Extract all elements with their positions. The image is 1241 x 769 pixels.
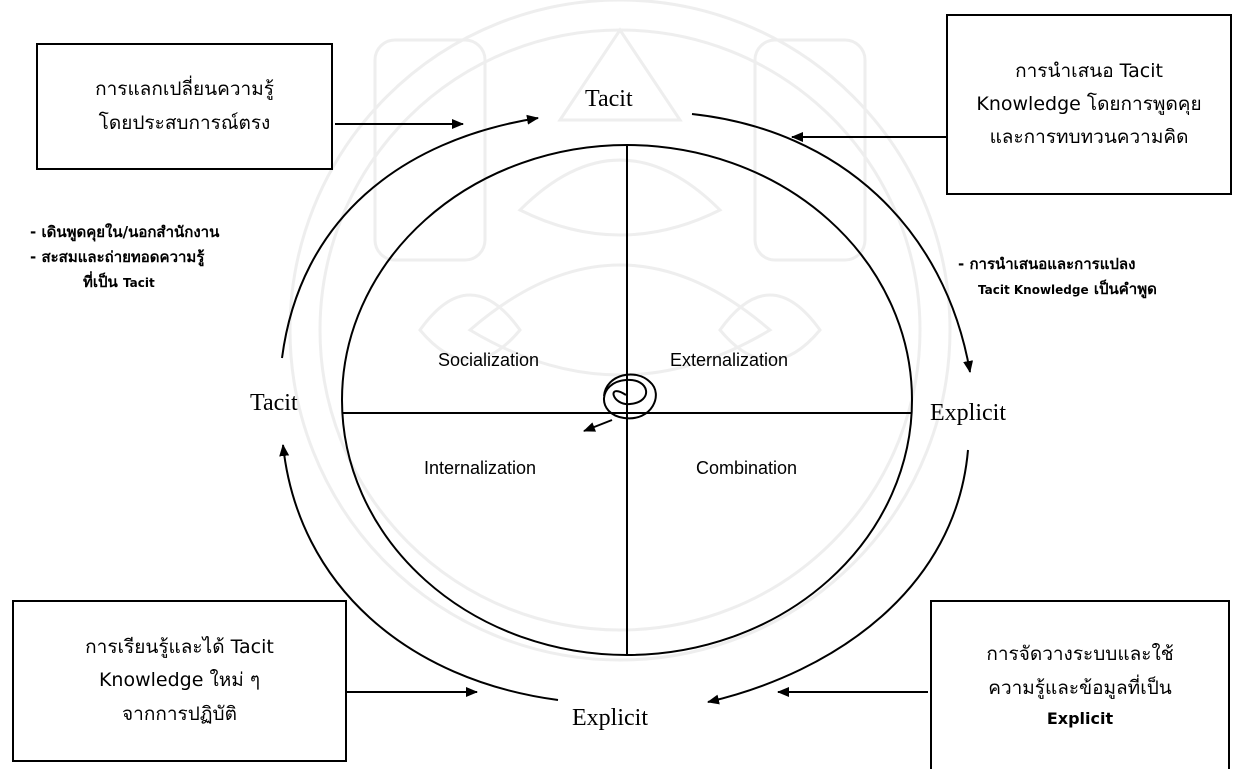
box-externalization-description: การนำเสนอ Tacit Knowledge โดยการพูดคุย แ… xyxy=(946,14,1232,195)
node-tacit-top: Tacit xyxy=(585,86,633,112)
box-internalization-description: การเรียนรู้และได้ Tacit Knowledge ใหม่ ๆ… xyxy=(12,600,347,762)
box-combination-description: การจัดวางระบบและใช้ ความรู้และข้อมูลที่เ… xyxy=(930,600,1230,769)
box-line: ความรู้และข้อมูลที่เป็น xyxy=(988,676,1172,699)
box-line: การจัดวางระบบและใช้ xyxy=(986,643,1174,666)
note-externalization-activities: - การนำเสนอและการแปลง Tacit Knowledge เป… xyxy=(958,252,1157,302)
arc-top-left xyxy=(281,114,539,359)
note-text: เป็นคำพูด xyxy=(1093,279,1157,298)
center-spiral xyxy=(603,373,657,420)
box-line: และการทบทวนความคิด xyxy=(989,126,1189,149)
node-tacit-left: Tacit xyxy=(250,390,298,416)
node-explicit-right: Explicit xyxy=(930,400,1006,426)
note-text: ที่เป็น xyxy=(83,272,118,291)
box-line: โดยประสบการณ์ตรง xyxy=(98,111,271,134)
arc-bottom-left xyxy=(279,444,559,701)
node-explicit-bottom: Explicit xyxy=(572,705,648,731)
note-line: - เดินพูดคุยใน/นอกสำนักงาน xyxy=(30,223,220,241)
note-line: Tacit Knowledge เป็นคำพูด xyxy=(958,277,1157,302)
box-line: การนำเสนอ Tacit xyxy=(1015,59,1163,82)
quadrant-socialization: Socialization xyxy=(438,350,540,370)
box-line: การเรียนรู้และได้ Tacit xyxy=(85,636,274,659)
note-line: ที่เป็น Tacit xyxy=(30,270,219,295)
quadrant-externalization: Externalization xyxy=(670,350,789,370)
quadrant-internalization: Internalization xyxy=(424,458,537,478)
arc-top-right xyxy=(691,113,974,373)
spiral-arrow xyxy=(583,419,613,432)
note-text: Tacit Knowledge xyxy=(978,282,1089,297)
box-line: Knowledge โดยการพูดคุย xyxy=(976,92,1202,115)
note-line: - สะสมและถ่ายทอดความรู้ xyxy=(30,247,205,266)
note-socialization-activities: - เดินพูดคุยใน/นอกสำนักงาน - สะสมและถ่าย… xyxy=(30,220,219,294)
note-line: - การนำเสนอและการแปลง xyxy=(958,255,1136,273)
box-line: จากการปฏิบัติ xyxy=(122,702,237,725)
quadrant-combination: Combination xyxy=(696,458,798,478)
box-line: Explicit xyxy=(1046,708,1114,728)
box-line: Knowledge ใหม่ ๆ xyxy=(98,669,261,692)
box-line: การแลกเปลี่ยนความรู้ xyxy=(95,78,274,101)
box-socialization-description: การแลกเปลี่ยนความรู้ โดยประสบการณ์ตรง xyxy=(36,43,333,170)
note-text: Tacit xyxy=(123,275,155,290)
arc-bottom-right xyxy=(707,449,969,705)
watermark-seal xyxy=(288,0,952,662)
